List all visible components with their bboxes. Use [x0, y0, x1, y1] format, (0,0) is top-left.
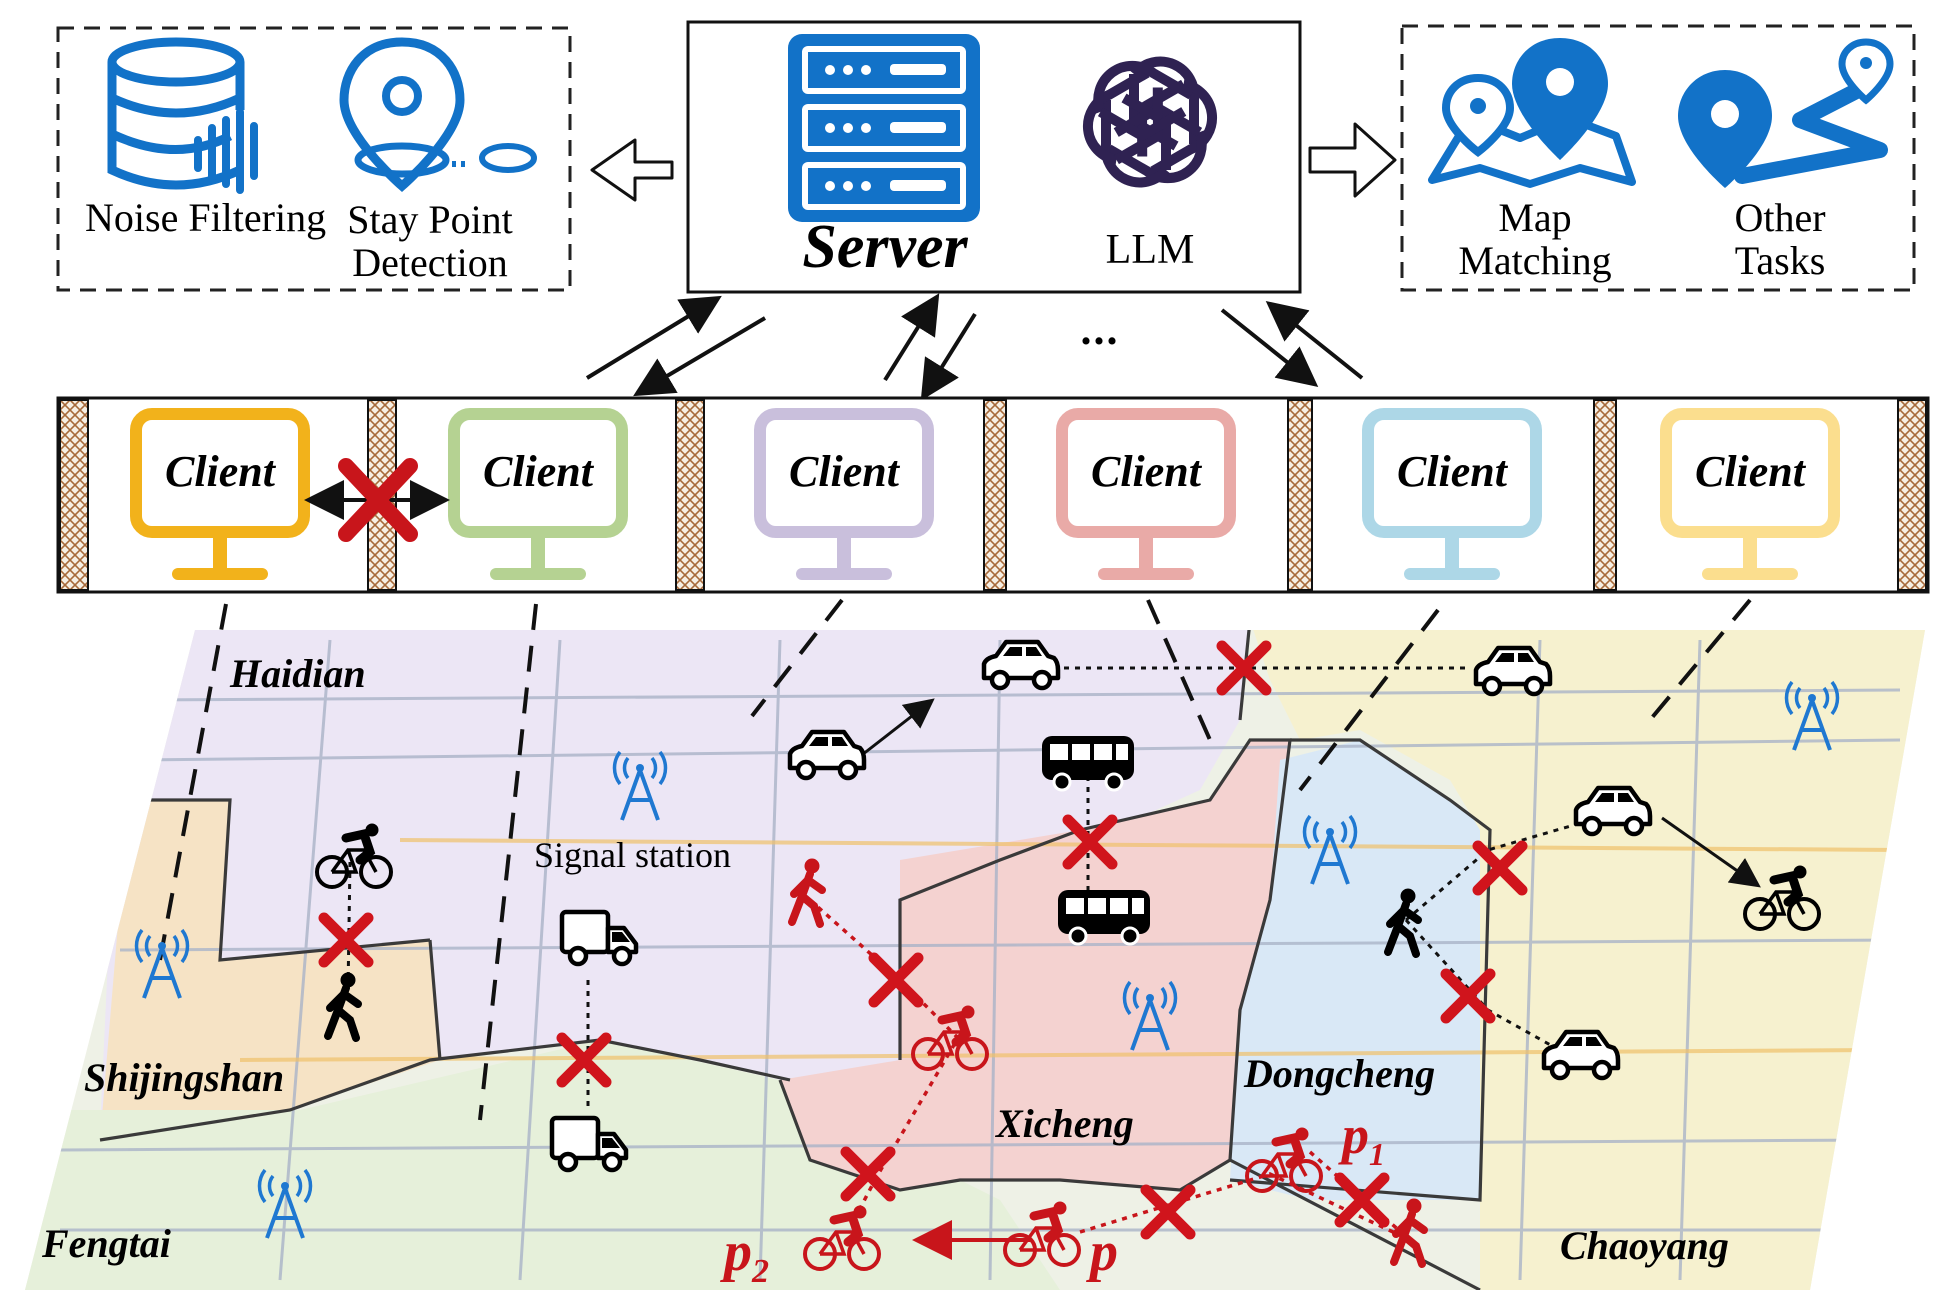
district-fengtai: Fengtai	[42, 1221, 171, 1266]
client-map-links	[158, 598, 1752, 1121]
district-haidian: Haidian	[230, 651, 366, 696]
left-hollow-arrow	[590, 138, 674, 202]
client-monitor-icon	[1362, 408, 1542, 580]
solid-trajectories	[857, 698, 1761, 888]
client-monitor-icon	[754, 408, 934, 580]
downstream-tasks-box	[1400, 24, 1916, 292]
district-dongcheng: Dongcheng	[1244, 1051, 1436, 1096]
district-shijingshan: Shijingshan	[84, 1055, 285, 1100]
right-hollow-arrow	[1308, 122, 1397, 198]
signal-station-label: Signal station	[534, 835, 731, 875]
communication-arrows	[585, 293, 1364, 401]
district-xicheng: Xicheng	[996, 1101, 1134, 1146]
client-monitor-icon	[448, 408, 628, 580]
client-label: Client	[1694, 447, 1806, 496]
map-matching-label: Map Matching	[1458, 195, 1612, 284]
signal-waveform-icon	[194, 108, 258, 194]
point-p1-label: p1	[1342, 1105, 1385, 1172]
client-label: Client	[1396, 447, 1508, 496]
client-monitor-icon	[130, 408, 310, 580]
map-matching-icon	[1428, 38, 1636, 188]
location-pin-icon	[339, 37, 537, 192]
client-monitor-icon	[1056, 408, 1236, 580]
server-label: Server	[802, 213, 968, 281]
client-label: Client	[482, 447, 594, 496]
noise-filtering-label: Noise Filtering	[85, 195, 327, 240]
llm-icon	[1082, 56, 1218, 188]
server-icon	[788, 34, 980, 222]
client-label: Client	[1090, 447, 1202, 496]
route-pin-icon	[1678, 38, 1894, 188]
point-p-label: p	[1090, 1221, 1118, 1283]
client-monitor-icon	[1660, 408, 1840, 580]
other-tasks-label: Other Tasks	[1734, 195, 1826, 284]
client-label: Client	[788, 447, 900, 496]
ellipsis: ...	[1080, 305, 1120, 354]
district-chaoyang: Chaoyang	[1560, 1223, 1729, 1268]
llm-label: LLM	[1105, 227, 1195, 273]
point-p2-label: p2	[724, 1221, 769, 1291]
client-label: Client	[164, 447, 276, 496]
blocked-client-communication	[304, 458, 450, 542]
stay-point-detection-label: Stay Point Detection	[347, 197, 513, 286]
